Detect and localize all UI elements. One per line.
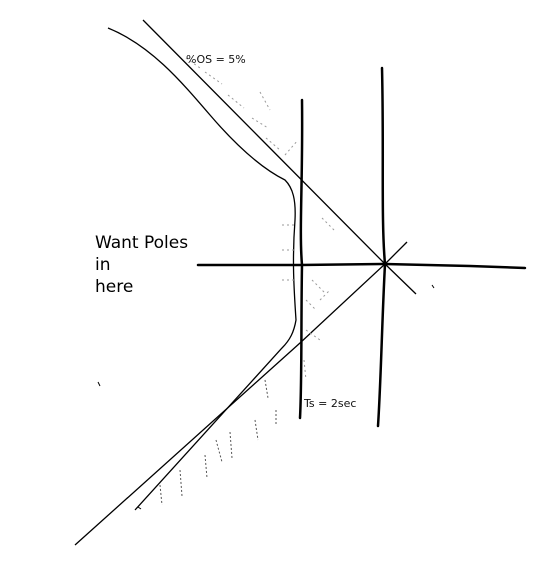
damping-line-extension [384, 263, 417, 295]
imaginary-axis [376, 66, 387, 428]
settling-time-boundary [298, 98, 304, 420]
allowed-region-boundary [107, 27, 297, 511]
region-annotation-line-3: here [95, 277, 134, 297]
overshoot-label: %OS = 5% [186, 53, 246, 66]
region-annotation-line-1: Want Poles [95, 233, 189, 253]
damping-line-extension-upper [384, 241, 408, 265]
axis-tick-marks [97, 284, 435, 510]
real-axis [196, 262, 527, 270]
region-annotation-line-2: in [95, 255, 111, 275]
region-annotation: Want Poles in here [95, 232, 188, 298]
lower-damping-line [74, 263, 386, 546]
settling-hatching [282, 224, 331, 381]
upper-hatching [185, 57, 337, 233]
settling-time-label: Ts = 2sec [304, 397, 357, 410]
lower-hatching [159, 379, 277, 506]
upper-damping-line [142, 19, 386, 265]
